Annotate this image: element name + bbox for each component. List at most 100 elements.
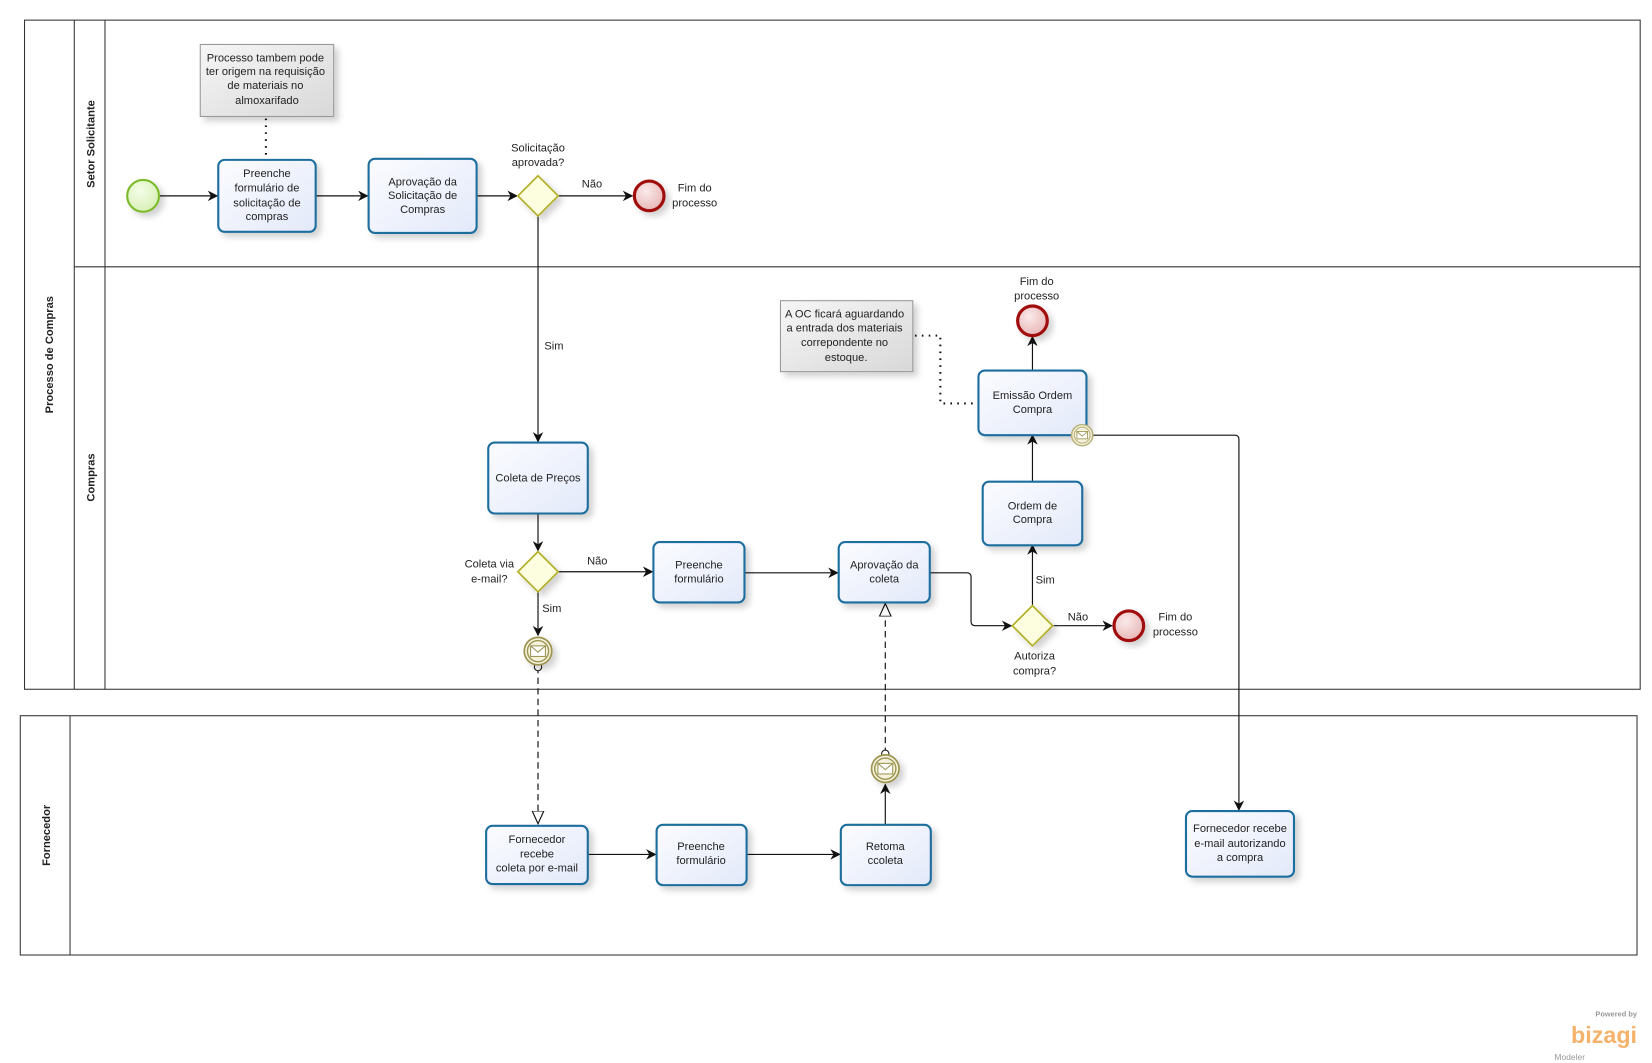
gateway-label: compra?	[1013, 665, 1056, 677]
note-line: A OC ficará aguardando	[785, 309, 904, 321]
task-label: Emissão Ordem	[993, 390, 1073, 402]
start-event[interactable]	[126, 178, 161, 213]
task-label: Retoma	[866, 841, 906, 853]
flow-label-sim: Sim	[1036, 574, 1055, 586]
logo-product: Modeler	[1554, 1052, 1585, 1062]
flow-label-nao: Não	[582, 178, 602, 190]
flow-label-nao: Não	[1068, 611, 1088, 623]
annotation-origem[interactable]: Processo tambem pode ter origem na requi…	[199, 43, 335, 117]
gateway-label: aprovada?	[512, 157, 565, 169]
pool-title: Processo de Compras	[44, 296, 56, 413]
logo-brand: bizagi	[1571, 1022, 1637, 1048]
task-label: compras	[246, 211, 289, 223]
note-line: almoxarifado	[235, 95, 299, 107]
task-label: solicitação de	[233, 197, 300, 209]
task-label: Aprovação da	[850, 560, 919, 572]
gateway-label: Autoriza	[1014, 651, 1056, 663]
task-label: Preenche	[243, 168, 291, 180]
gateway-label: Coleta via	[465, 558, 515, 570]
annotation-oc[interactable]: A OC ficará aguardando a entrada dos mat…	[779, 300, 914, 373]
task-label: ccoleta	[868, 855, 904, 867]
task-label: coleta	[869, 573, 899, 585]
task-label: Preenche	[675, 560, 723, 572]
message-throw-event-coleta[interactable]	[523, 636, 553, 666]
end-label: processo	[672, 197, 717, 209]
flow-label-sim: Sim	[542, 603, 561, 615]
flow-label-sim: Sim	[544, 340, 563, 352]
gateway-autoriza-compra[interactable]: Autoriza compra?	[1011, 604, 1056, 678]
message-boundary-event-emissao[interactable]	[1070, 423, 1094, 447]
envelope-icon	[877, 762, 894, 775]
lane-compras: Compras	[85, 453, 97, 501]
envelope-icon	[1076, 431, 1088, 440]
task-label: Coleta de Preços	[495, 473, 581, 485]
task-coleta-precos[interactable]: Coleta de Preços	[487, 441, 589, 515]
logo-powered: Powered by	[1595, 1009, 1637, 1018]
note-line: Processo tambem pode	[207, 52, 324, 64]
end-label: processo	[1153, 626, 1198, 638]
task-retoma-coleta[interactable]: Retoma ccoleta	[839, 823, 932, 887]
task-label: Solicitação de	[388, 190, 457, 202]
gateway-label: Solicitação	[511, 142, 565, 154]
note-line: de materiais no	[227, 80, 303, 92]
task-label: Fornecedor	[509, 834, 566, 846]
note-line: a entrada dos materiais	[787, 322, 904, 334]
end-event-1[interactable]: Fim do processo	[632, 179, 717, 213]
note-line: correpondente no	[801, 337, 888, 349]
note-line: estoque.	[825, 352, 868, 364]
task-aprovacao-solicitacao[interactable]: Aprovação da Solicitação de Compras	[367, 157, 478, 234]
lane-setor-solicitante: Setor Solicitante	[85, 100, 97, 188]
svg-text:A OC ficará aguardando a: A OC ficará aguardando a entrada dos mat…	[785, 309, 907, 364]
pool-processo-de-compras: Processo de Compras Setor Solicitante Co…	[23, 19, 1641, 690]
task-label: Aprovação da	[388, 176, 457, 188]
end-label: Fim do	[678, 183, 712, 195]
svg-text:Processo tambem pode ter: Processo tambem pode ter origem na requi…	[206, 52, 328, 106]
task-label: formulário	[676, 855, 725, 867]
gateway-coleta-email[interactable]: Coleta via e-mail?	[465, 550, 560, 594]
task-ordem-compra[interactable]: Ordem de Compra	[981, 480, 1084, 547]
flow-label-nao: Não	[587, 555, 607, 567]
task-label: coleta por e-mail	[496, 862, 578, 874]
task-label: Ordem de	[1008, 500, 1057, 512]
task-label: Compra	[1013, 514, 1053, 526]
task-label: e-mail autorizando	[1194, 838, 1285, 850]
envelope-icon	[530, 645, 546, 657]
task-label: formulário	[674, 573, 723, 585]
task-label: Compra	[1013, 404, 1053, 416]
message-throw-event-retoma[interactable]	[870, 754, 900, 784]
pool-fornecedor-title: Fornecedor	[41, 804, 53, 866]
task-label: Compras	[400, 204, 446, 216]
task-fornecedor-recebe-autorizacao[interactable]: Fornecedor recebe e-mail autorizando a com…	[1184, 809, 1296, 878]
gateway-label: e-mail?	[471, 573, 507, 585]
task-label: recebe	[520, 849, 554, 861]
task-label: a compra	[1217, 852, 1264, 864]
task-label: Fornecedor recebe	[1193, 823, 1287, 835]
bizagi-logo: Powered by bizagi Modeler	[1554, 1009, 1637, 1061]
sequence-flows	[158, 118, 1245, 860]
note-line: ter origem na requisição	[206, 66, 325, 78]
gateway-solicitacao-aprovada[interactable]: Solicitação aprovada?	[511, 142, 565, 218]
